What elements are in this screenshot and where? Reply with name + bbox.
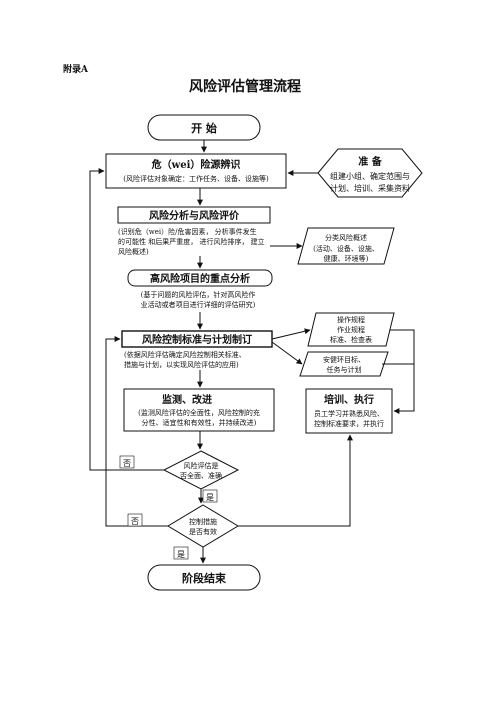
connector-decision2-training: [238, 434, 353, 527]
decision-control-effective: [167, 504, 239, 548]
connector-procedures-training: [390, 329, 415, 414]
hazard-desc: (风险评估对象确定：工作任务、设备、设施等): [123, 174, 269, 183]
connector-control-procedures: [271, 328, 311, 340]
hazard-title: 危（wei）险源辨识: [152, 158, 241, 171]
monitoring-line1: (监测风险评估的全面性，风险控制的充: [138, 408, 260, 417]
training-title: 培训、执行: [324, 393, 374, 406]
risk-analysis-title: 风险分析与风险评价: [149, 209, 240, 222]
training-box: [305, 388, 393, 434]
procedures-box: [307, 312, 395, 347]
preparation-line1: 组建小组、确定范围与: [330, 171, 410, 181]
preparation-title: 准 备: [358, 155, 382, 168]
decision1-line2: 否全面、准确: [180, 471, 222, 480]
control-standards-line1: (依据风险评估确定风险控制相关标准、: [124, 350, 246, 359]
training-line2: 控制标准要求，并执行: [314, 419, 384, 428]
label-box-no1: [119, 455, 135, 469]
control-standards-line2: 措施与计划，以实现风险评估的应用): [124, 360, 239, 369]
risk-analysis-line2: 的可能性 和后果严重度， 进行风险排序， 建立: [118, 237, 265, 246]
procedures-line1: 操作规程: [337, 315, 365, 324]
classification-line3: 健康、环境等): [324, 254, 369, 263]
preparation-hexagon: [317, 148, 423, 198]
safety-targets-line1: 安健环目标、: [323, 355, 365, 364]
procedures-line3: 标准、检查表: [330, 335, 372, 344]
label-box-yes1: [202, 489, 218, 503]
end-label: 阶段结束: [182, 571, 227, 585]
loop-decision1-hazard: [89, 168, 164, 471]
high-risk-line2: 业活动或者项目进行详细的评估研究): [141, 300, 256, 309]
safety-targets-box: [299, 351, 389, 377]
training-line1: 员工学习并熟悉风险、: [314, 409, 384, 418]
monitoring-line2: 分性、适宜性和有效性，并持续改进): [142, 418, 257, 427]
high-risk-title-box: [127, 269, 273, 287]
page-title: 风险评估管理流程: [189, 78, 301, 95]
classification-line1: 分类风险概述: [325, 233, 367, 242]
label-yes2: 是: [177, 550, 185, 559]
risk-classification-box: [297, 227, 395, 265]
label-yes1: 是: [206, 493, 214, 502]
decision1-line1: 风险评估是: [184, 461, 219, 470]
connector-control-safety: [271, 341, 303, 365]
safety-targets-line2: 任务与计划: [327, 365, 362, 374]
high-risk-line1: (基于问题的风险评估，针对高风险作: [141, 290, 256, 299]
high-risk-title: 高风险项目的重点分析: [150, 272, 250, 285]
label-no2: 否: [131, 517, 139, 526]
appendix-label: 附录A: [63, 63, 89, 75]
decision-assessment-complete: [162, 450, 240, 490]
label-box-yes2: [173, 546, 189, 560]
decision2-line2: 是否有效: [189, 527, 217, 536]
risk-analysis-title-box: [117, 206, 271, 224]
decision2-line1: 控制措施: [189, 517, 217, 526]
control-standards-title: 风险控制标准与计划制订: [142, 333, 252, 346]
monitoring-box: [123, 388, 275, 432]
hazard-identification-box: [105, 153, 287, 189]
classification-line2: (活动、设备、设施、: [313, 244, 379, 253]
risk-analysis-line3: 风险概述): [118, 247, 149, 256]
end-node: [147, 564, 261, 591]
preparation-line2: 计划、培训、采集资料: [330, 183, 410, 193]
start-label: 开 始: [191, 121, 217, 135]
monitoring-title: 监测、改进: [162, 393, 212, 406]
label-no1: 否: [123, 459, 131, 468]
label-box-no2: [127, 513, 143, 527]
risk-analysis-line1: (识别危（wei）险/危害因素， 分析事件发生: [118, 227, 257, 236]
procedures-line2: 作业规程: [337, 325, 365, 334]
